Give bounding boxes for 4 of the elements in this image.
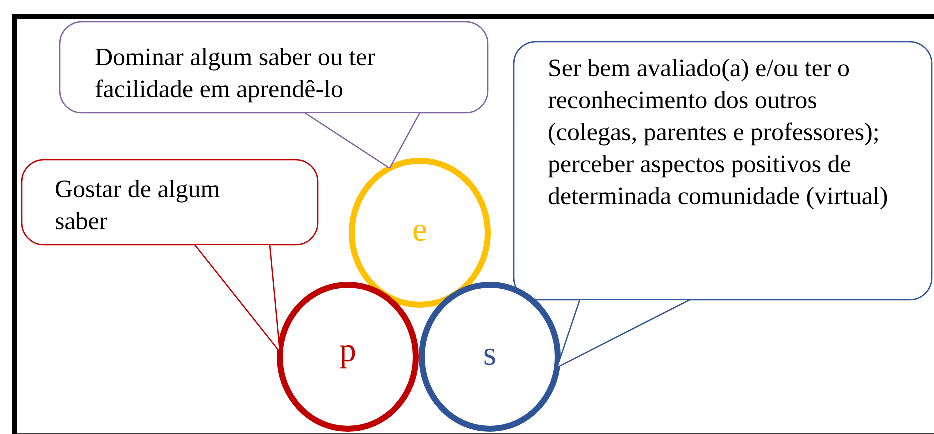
callout-tail [304, 112, 421, 170]
callout-tail [194, 244, 281, 353]
callout-tail [556, 299, 691, 368]
speech-bubble: Ser bem avaliado(a) e/ou ter o reconhecimento dos outros (colegas, parentes e professores); perceber aspectos positivos de determinada comunidade (virtual) [513, 41, 933, 301]
